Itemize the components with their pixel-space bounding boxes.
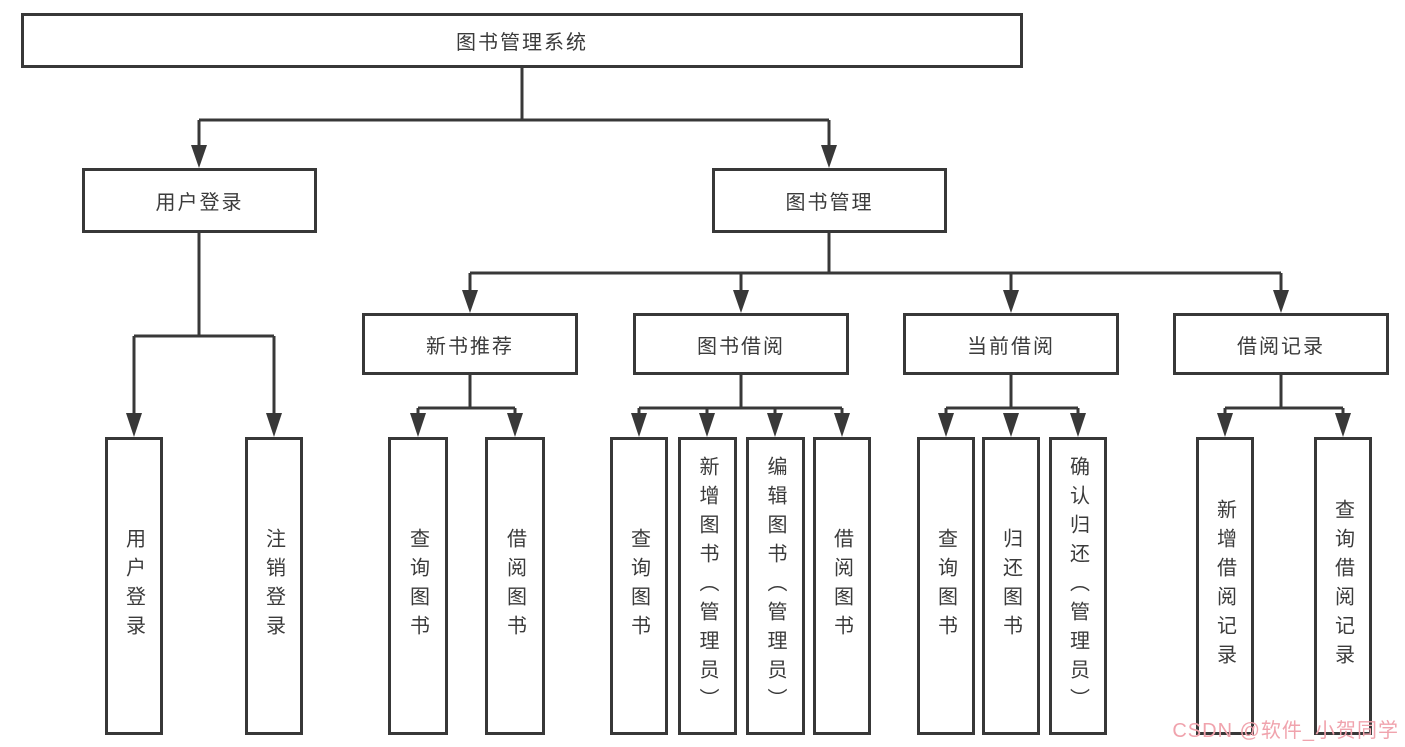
leaf-add-books-admin: 新增图书（管理员） bbox=[678, 437, 737, 735]
node-borrowing-records: 借阅记录 bbox=[1173, 313, 1389, 375]
leaf-logout: 注销登录 bbox=[245, 437, 303, 735]
node-book-management: 图书管理 bbox=[712, 168, 947, 233]
leaf-query-books-current: 查询图书 bbox=[917, 437, 975, 735]
leaf-edit-books-admin: 编辑图书（管理员） bbox=[746, 437, 805, 735]
leaf-confirm-return-admin: 确认归还（管理员） bbox=[1049, 437, 1107, 735]
leaf-borrow-books-borrowing: 借阅图书 bbox=[813, 437, 871, 735]
leaf-query-books-recommend: 查询图书 bbox=[388, 437, 448, 735]
node-new-book-recommend: 新书推荐 bbox=[362, 313, 578, 375]
leaf-return-books: 归还图书 bbox=[982, 437, 1040, 735]
leaf-add-borrow-record: 新增借阅记录 bbox=[1196, 437, 1254, 735]
leaf-user-login: 用户登录 bbox=[105, 437, 163, 735]
leaf-borrow-books-recommend: 借阅图书 bbox=[485, 437, 545, 735]
node-current-borrowing: 当前借阅 bbox=[903, 313, 1119, 375]
csdn-watermark: CSDN @软件_小贺同学 bbox=[1172, 720, 1399, 742]
node-root: 图书管理系统 bbox=[21, 13, 1023, 68]
node-user-login: 用户登录 bbox=[82, 168, 317, 233]
leaf-query-borrow-record: 查询借阅记录 bbox=[1314, 437, 1372, 735]
leaf-query-books-borrowing: 查询图书 bbox=[610, 437, 668, 735]
node-book-borrowing: 图书借阅 bbox=[633, 313, 849, 375]
